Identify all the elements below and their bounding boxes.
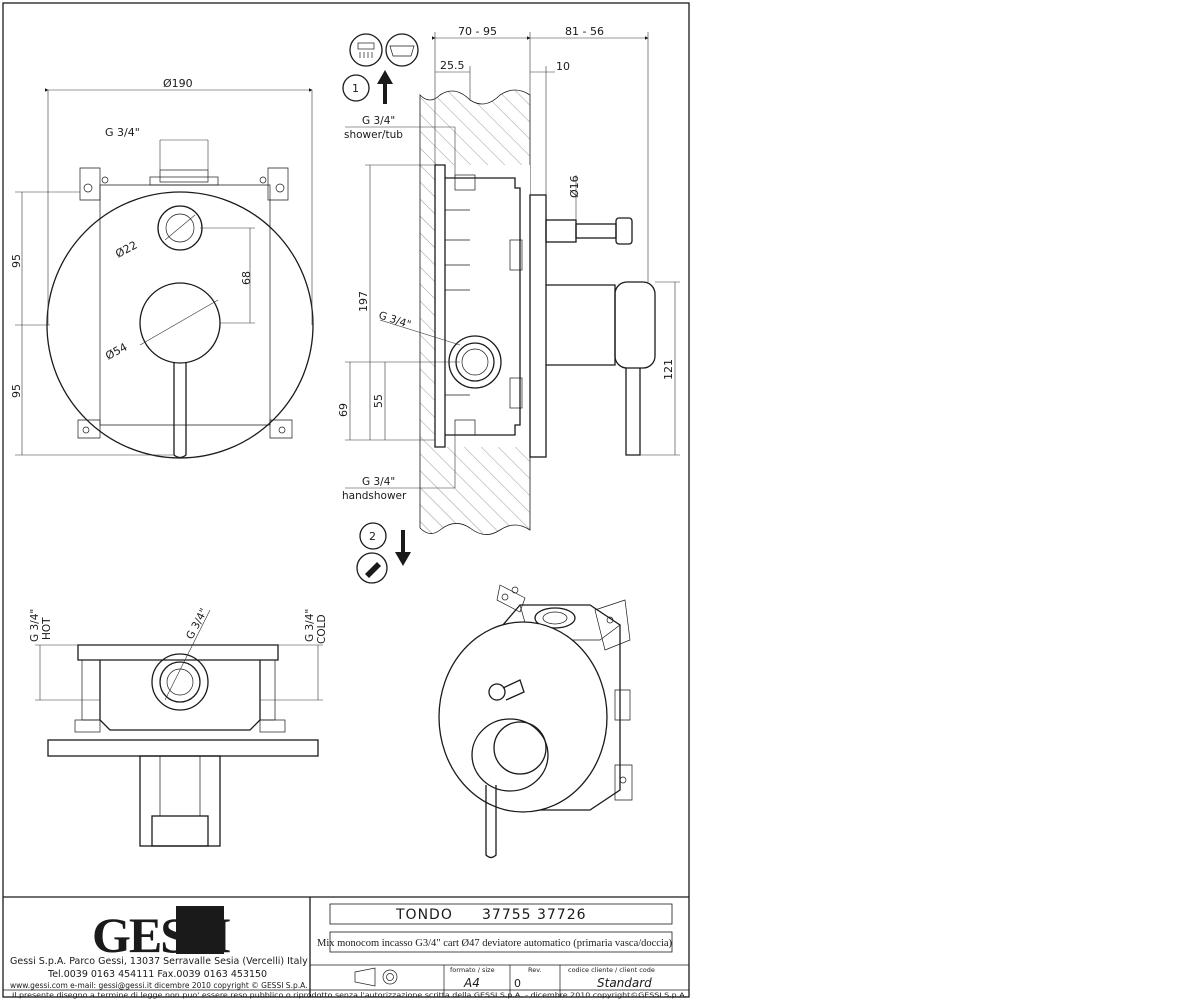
dim-knob-diameter: Ø54 <box>103 341 129 363</box>
cold-size: G 3/4" <box>304 609 316 642</box>
shower-head-icon <box>349 33 383 67</box>
dim-lever-121: 121 <box>662 359 675 380</box>
format-value: A4 <box>463 976 480 990</box>
dim-projection-range: 81 - 56 <box>565 25 604 38</box>
sheet-frame <box>2 2 690 998</box>
client-code-label: codice cliente / client code <box>568 966 655 974</box>
title-block: GESSI Gessi S.p.A. Parco Gessi, 13037 Se… <box>3 896 689 999</box>
product-name: TONDO <box>395 907 453 923</box>
product-codes: 37755 37726 <box>482 907 587 923</box>
format-label: formato / size <box>450 966 495 974</box>
product-description: Mix monocom incasso G3/4" cart Ø47 devia… <box>317 938 673 949</box>
dim-stem-diameter: Ø16 <box>568 175 581 198</box>
projection-symbol-icon <box>354 967 376 987</box>
handle-lever <box>173 363 187 459</box>
rev-label: Rev. <box>528 966 542 974</box>
bathtub-icon <box>385 33 419 67</box>
client-code-value: Standard <box>597 976 652 990</box>
iso-knob <box>471 718 549 792</box>
dim-bottom-95: 95 <box>10 384 23 398</box>
dim-height-197: 197 <box>357 291 370 312</box>
company-phone: Tel.0039 0163 454111 Fax.0039 0163 45315… <box>47 969 267 980</box>
logo-square <box>176 906 224 954</box>
legal-notice: Il presente disegno a termine di legge n… <box>12 991 687 999</box>
step-2-number: 2 <box>369 530 376 543</box>
connection-bottom-size: G 3/4" <box>362 476 395 488</box>
dim-gap: 10 <box>556 60 570 73</box>
isometric-view <box>438 584 633 859</box>
connection-bottom-label: handshower <box>342 490 407 502</box>
step-1-number: 1 <box>352 82 359 95</box>
rev-value: 0 <box>514 977 521 990</box>
bottom-plate <box>47 739 319 757</box>
dim-outlet-size: G 3/4" <box>105 126 140 139</box>
cold-label: COLD <box>316 614 328 644</box>
hot-label: HOT <box>41 617 53 640</box>
dim-hole-diameter: Ø22 <box>113 239 139 261</box>
dim-inset: 25.5 <box>440 59 465 72</box>
center-size: G 3/4" <box>184 606 210 641</box>
cover-plate <box>46 191 314 459</box>
handle-knob <box>139 282 221 364</box>
side-plate <box>529 194 547 458</box>
side-view: 70 - 95 81 - 56 25.5 10 Ø16 197 69 55 12… <box>337 25 680 584</box>
diverter-hole <box>157 205 203 251</box>
connection-top-label: shower/tub <box>344 129 403 141</box>
connection-center-size: G 3/4" <box>377 309 412 331</box>
dim-mid-55: 55 <box>372 394 385 408</box>
dim-diameter-190: Ø190 <box>163 77 193 90</box>
dim-offset-68: 68 <box>240 271 253 285</box>
step-2-group: 2 <box>356 522 411 584</box>
dim-depth-range: 70 - 95 <box>458 25 497 38</box>
handshower-icon <box>356 552 388 584</box>
connection-top-size: G 3/4" <box>362 115 395 127</box>
arrow-up-icon <box>377 70 393 104</box>
step-1-group: 1 <box>342 33 419 104</box>
arrow-down-icon <box>395 530 411 566</box>
hot-size: G 3/4" <box>29 609 41 642</box>
dim-top-95: 95 <box>10 254 23 268</box>
dim-lower-69: 69 <box>337 403 350 417</box>
bottom-view: G 3/4" HOT G 3/4" G 3/4" COLD <box>29 606 328 847</box>
company-address: Gessi S.p.A. Parco Gessi, 13037 Serraval… <box>10 956 308 967</box>
front-view: Ø190 G 3/4" Ø22 Ø54 68 95 95 <box>10 77 314 459</box>
company-web: www.gessi.com e-mail: gessi@gessi.it dic… <box>10 981 307 990</box>
